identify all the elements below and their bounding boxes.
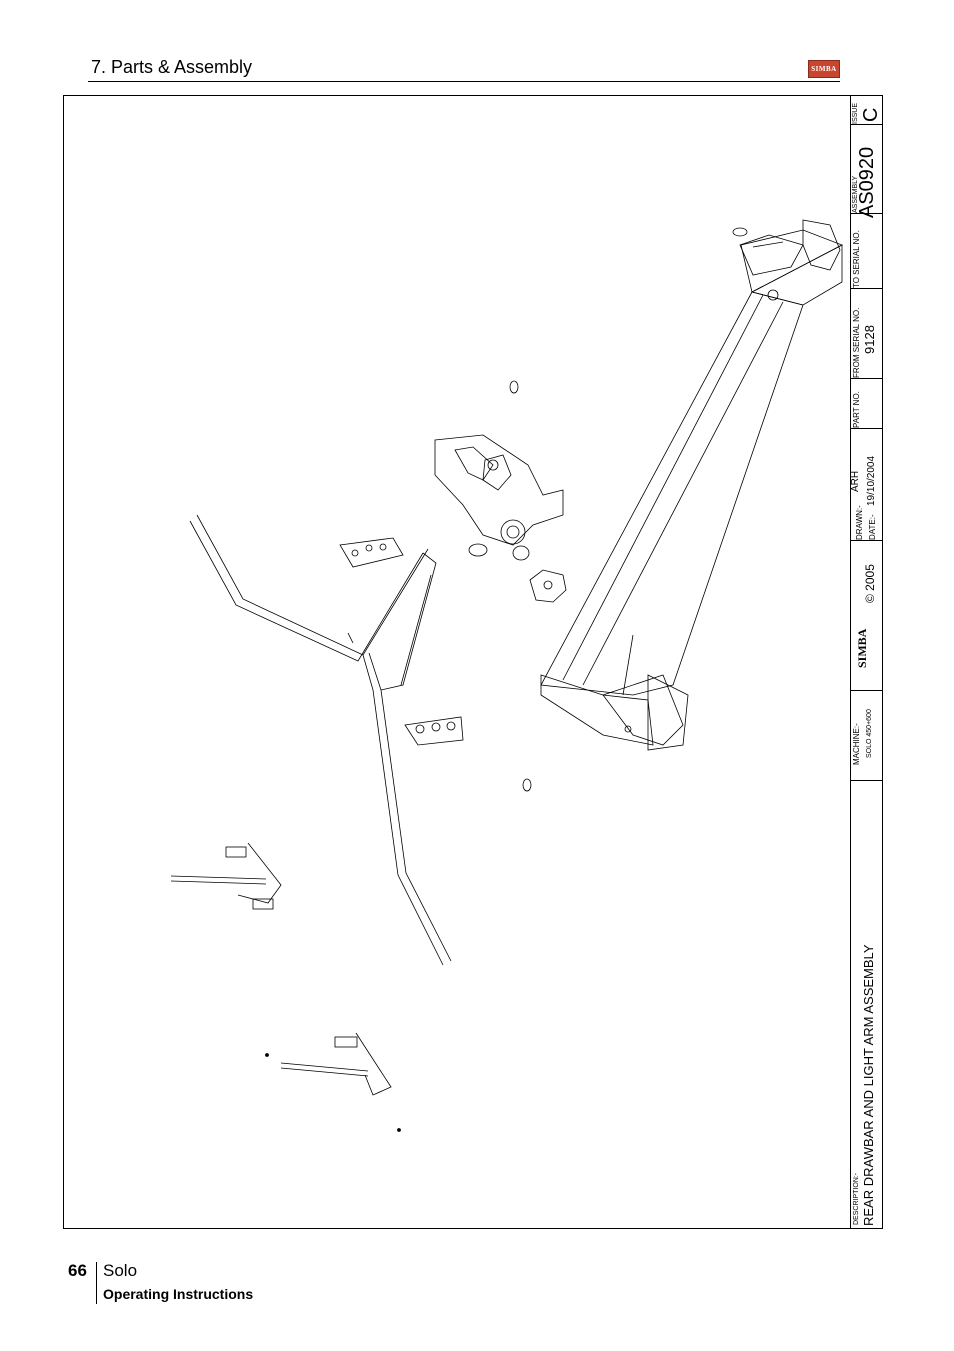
drawn-label: DRAWN:- (855, 505, 864, 540)
drawn-value: ARH (850, 470, 861, 492)
description-label: DESCRIPTION:- (853, 1172, 860, 1225)
main-drawbar-beam (540, 229, 843, 751)
section-title: 7. Parts & Assembly (91, 57, 253, 77)
part-no-label: PART NO. (852, 391, 861, 428)
footer-divider (96, 1262, 97, 1304)
pin-mid (509, 380, 519, 394)
machine-value: SOLO 450+600 (866, 709, 873, 758)
from-serial-label: FROM SERIAL NO. (852, 307, 861, 378)
small-parts (468, 543, 567, 603)
manual-subtitle: Operating Instructions (103, 1286, 254, 1302)
page-number: 66 (68, 1261, 87, 1280)
pivot-bracket (434, 434, 564, 546)
from-serial-value: 9128 (862, 325, 877, 354)
plate-upper (339, 537, 404, 568)
to-serial-label: TO SERIAL NO. (852, 230, 861, 288)
pin-low (522, 778, 532, 792)
simba-logo: SIMBA (808, 60, 840, 78)
copyright: © 2005 (863, 564, 877, 603)
y-frame (189, 514, 452, 966)
hitch-head (739, 219, 841, 276)
date-value: 19/10/2004 (866, 455, 877, 506)
title-block-divider (850, 95, 851, 1229)
product-name: Solo (103, 1261, 138, 1280)
light-bracket-2 (280, 1032, 392, 1096)
pin-top (732, 227, 748, 237)
light-bracket-1 (170, 842, 282, 910)
assembly-drawing (170, 219, 843, 1132)
issue-label: ISSUE (852, 102, 859, 124)
assembly-number: AS0920 (856, 146, 878, 218)
title-block-logo: SIMBA (855, 628, 869, 668)
drawing-frame (63, 95, 883, 1229)
plate-lower (404, 716, 464, 746)
machine-label: MACHINE:- (852, 723, 861, 765)
header-rule (88, 81, 840, 82)
date-label: DATE:- (868, 514, 877, 540)
issue-value: C (860, 107, 882, 122)
description: REAR DRAWBAR AND LIGHT ARM ASSEMBLY (861, 944, 876, 1227)
